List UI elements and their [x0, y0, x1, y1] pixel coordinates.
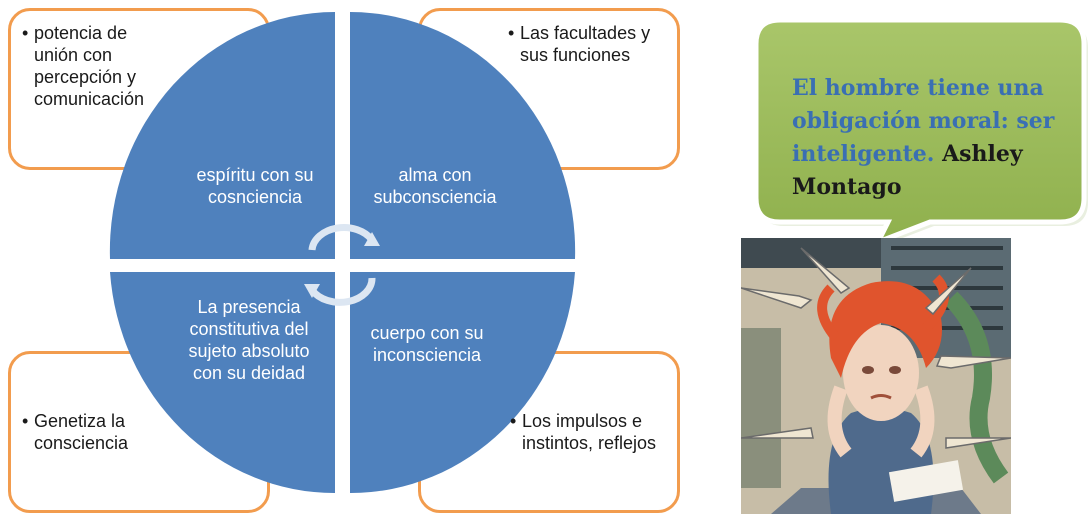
bullet-icon: • [22, 23, 29, 43]
note-text: potencia de unión con percepción y comun… [34, 23, 145, 109]
quadrant-top-left [109, 11, 335, 259]
quadrant-label-bottom-right: cuerpo con su inconsciencia [370, 323, 484, 365]
note-top-right: • Las facultades y sus funciones [508, 22, 668, 66]
quadrant-wheel [109, 11, 576, 494]
bullet-icon: • [508, 23, 515, 43]
note-text: Los impulsos e instintos, reflejos [522, 411, 657, 453]
circular-arrows-icon [304, 224, 380, 306]
quadrant-label-bottom-left: La presencia constitutiva del sujeto abs… [188, 297, 310, 383]
quote-text: El hombre tiene una obligación moral: se… [792, 72, 1082, 204]
quote-author: Ashley Montago [792, 141, 1023, 200]
quadrant-label-top-left: espíritu con su cosnciencia [196, 165, 314, 207]
note-bottom-right: • Los impulsos e instintos, reflejos [510, 410, 670, 454]
note-bottom-left: • Genetiza la consciencia [22, 410, 172, 454]
quadrant-bottom-right [350, 272, 575, 494]
quote-body: El hombre tiene una obligación moral: se… [792, 75, 1055, 167]
note-top-left: • potencia de unión con percepción y com… [22, 22, 172, 110]
quote-callout [753, 17, 1088, 247]
stressed-woman-illustration [741, 238, 1011, 514]
quadrant-bottom-left [110, 272, 335, 494]
bullet-icon: • [22, 411, 29, 431]
bullet-icon: • [510, 411, 517, 431]
quadrant-top-right [350, 11, 576, 259]
note-text: Las facultades y sus funciones [520, 23, 651, 65]
note-text: Genetiza la consciencia [34, 411, 129, 453]
quadrant-label-top-right: alma con subconsciencia [373, 165, 497, 207]
